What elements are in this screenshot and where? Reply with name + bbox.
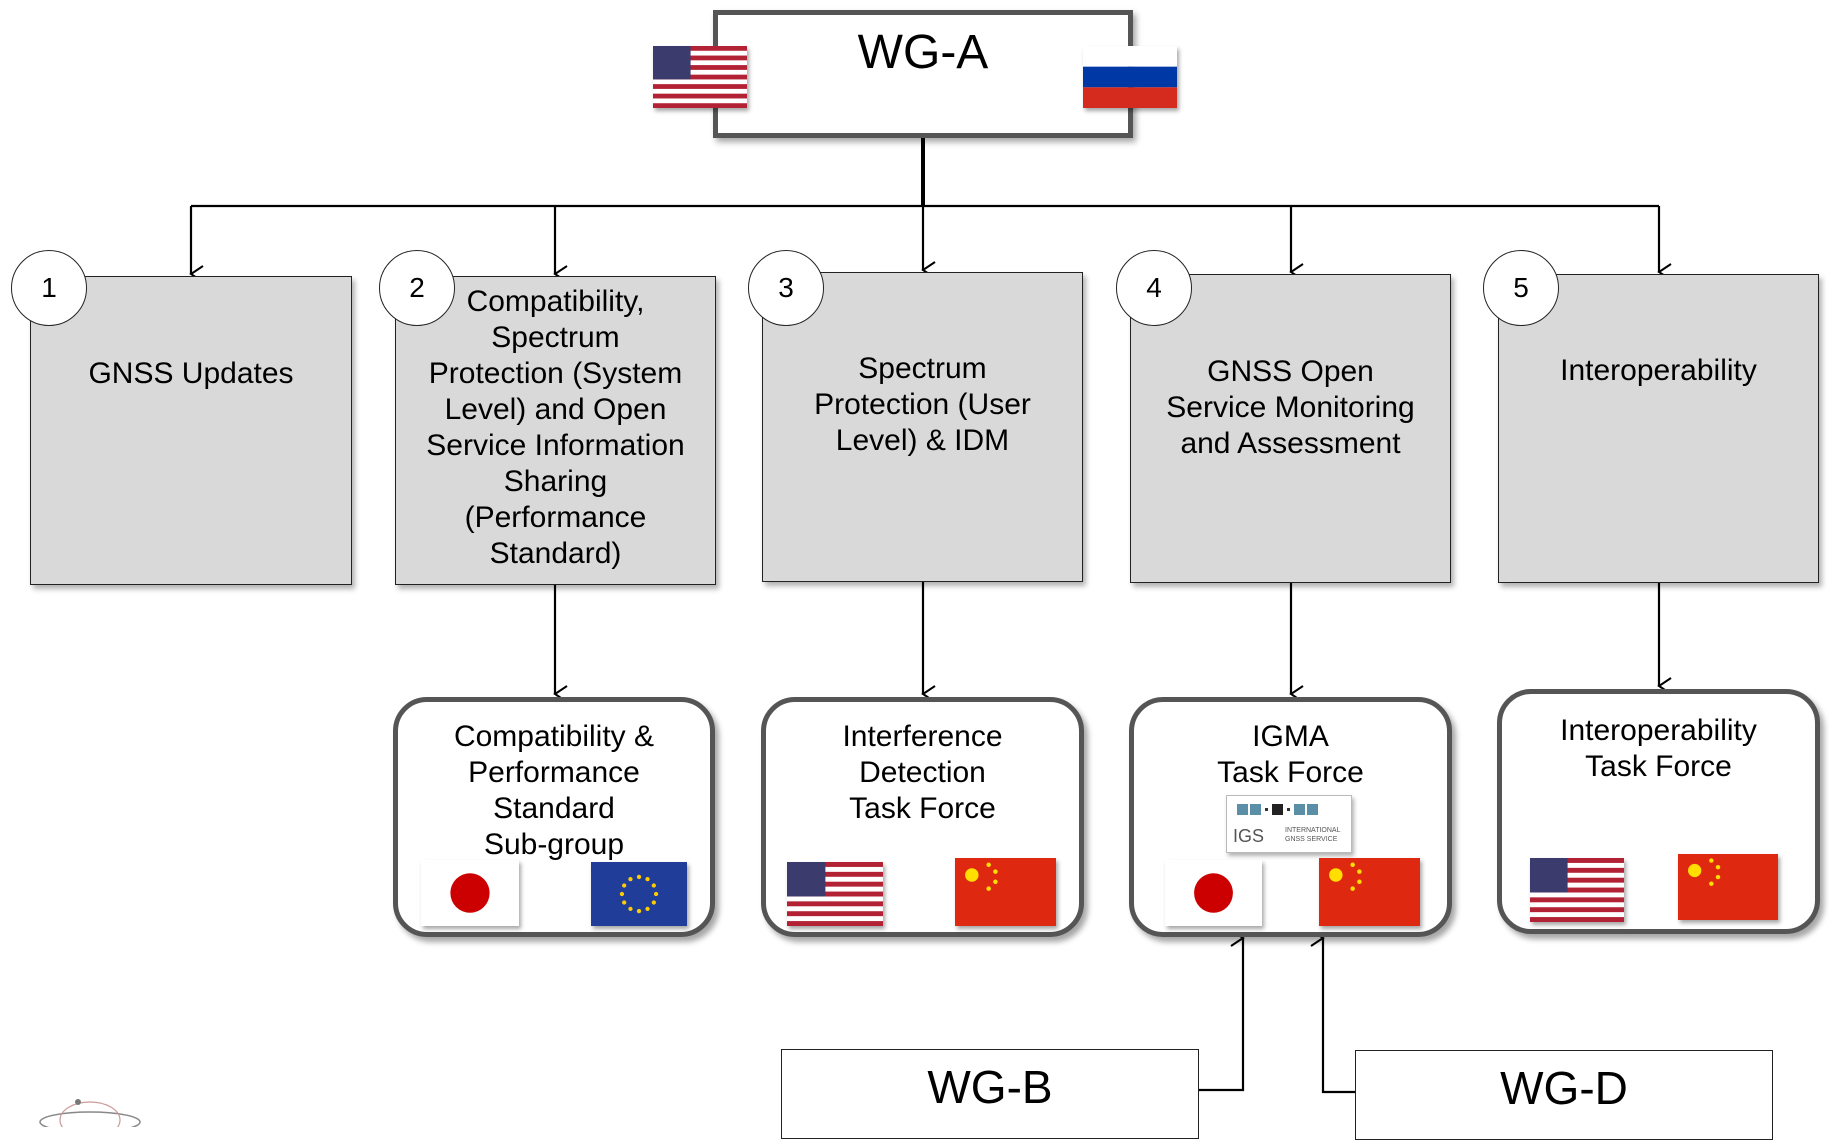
wg-a-box: WG-A	[713, 10, 1133, 138]
china-flag	[1678, 854, 1778, 920]
usa-flag	[653, 46, 747, 108]
japan-flag	[421, 860, 519, 926]
eu-flag	[591, 862, 687, 926]
usa-flag	[1530, 858, 1624, 922]
china-flag	[955, 858, 1056, 926]
group-number-1: 1	[11, 250, 87, 326]
wg-b-box: WG-B	[781, 1049, 1199, 1139]
wg-d-title: WG-D	[1500, 1062, 1628, 1114]
igs-logo-short: IGS	[1233, 826, 1265, 846]
corner-logo-icon	[39, 1099, 141, 1127]
china-flag	[1319, 858, 1420, 926]
wg-a-title: WG-A	[857, 26, 989, 79]
group-number-2: 2	[379, 250, 455, 326]
group-number-3: 3	[748, 250, 824, 326]
igs-logo-squares	[1237, 804, 1318, 815]
usa-flag	[787, 862, 883, 926]
wg-d-box: WG-D	[1355, 1050, 1773, 1140]
wg-b-title: WG-B	[927, 1061, 1053, 1113]
group-1-label: GNSS Updates	[88, 357, 294, 390]
russia-flag	[1083, 46, 1177, 108]
group-box-5: Interoperability	[1498, 274, 1819, 583]
group-box-1: GNSS Updates	[30, 276, 352, 585]
group-5-label: Interoperability	[1560, 354, 1757, 387]
japan-flag	[1165, 860, 1262, 926]
group-number-5: 5	[1483, 250, 1559, 326]
group-number-4: 4	[1116, 250, 1192, 326]
